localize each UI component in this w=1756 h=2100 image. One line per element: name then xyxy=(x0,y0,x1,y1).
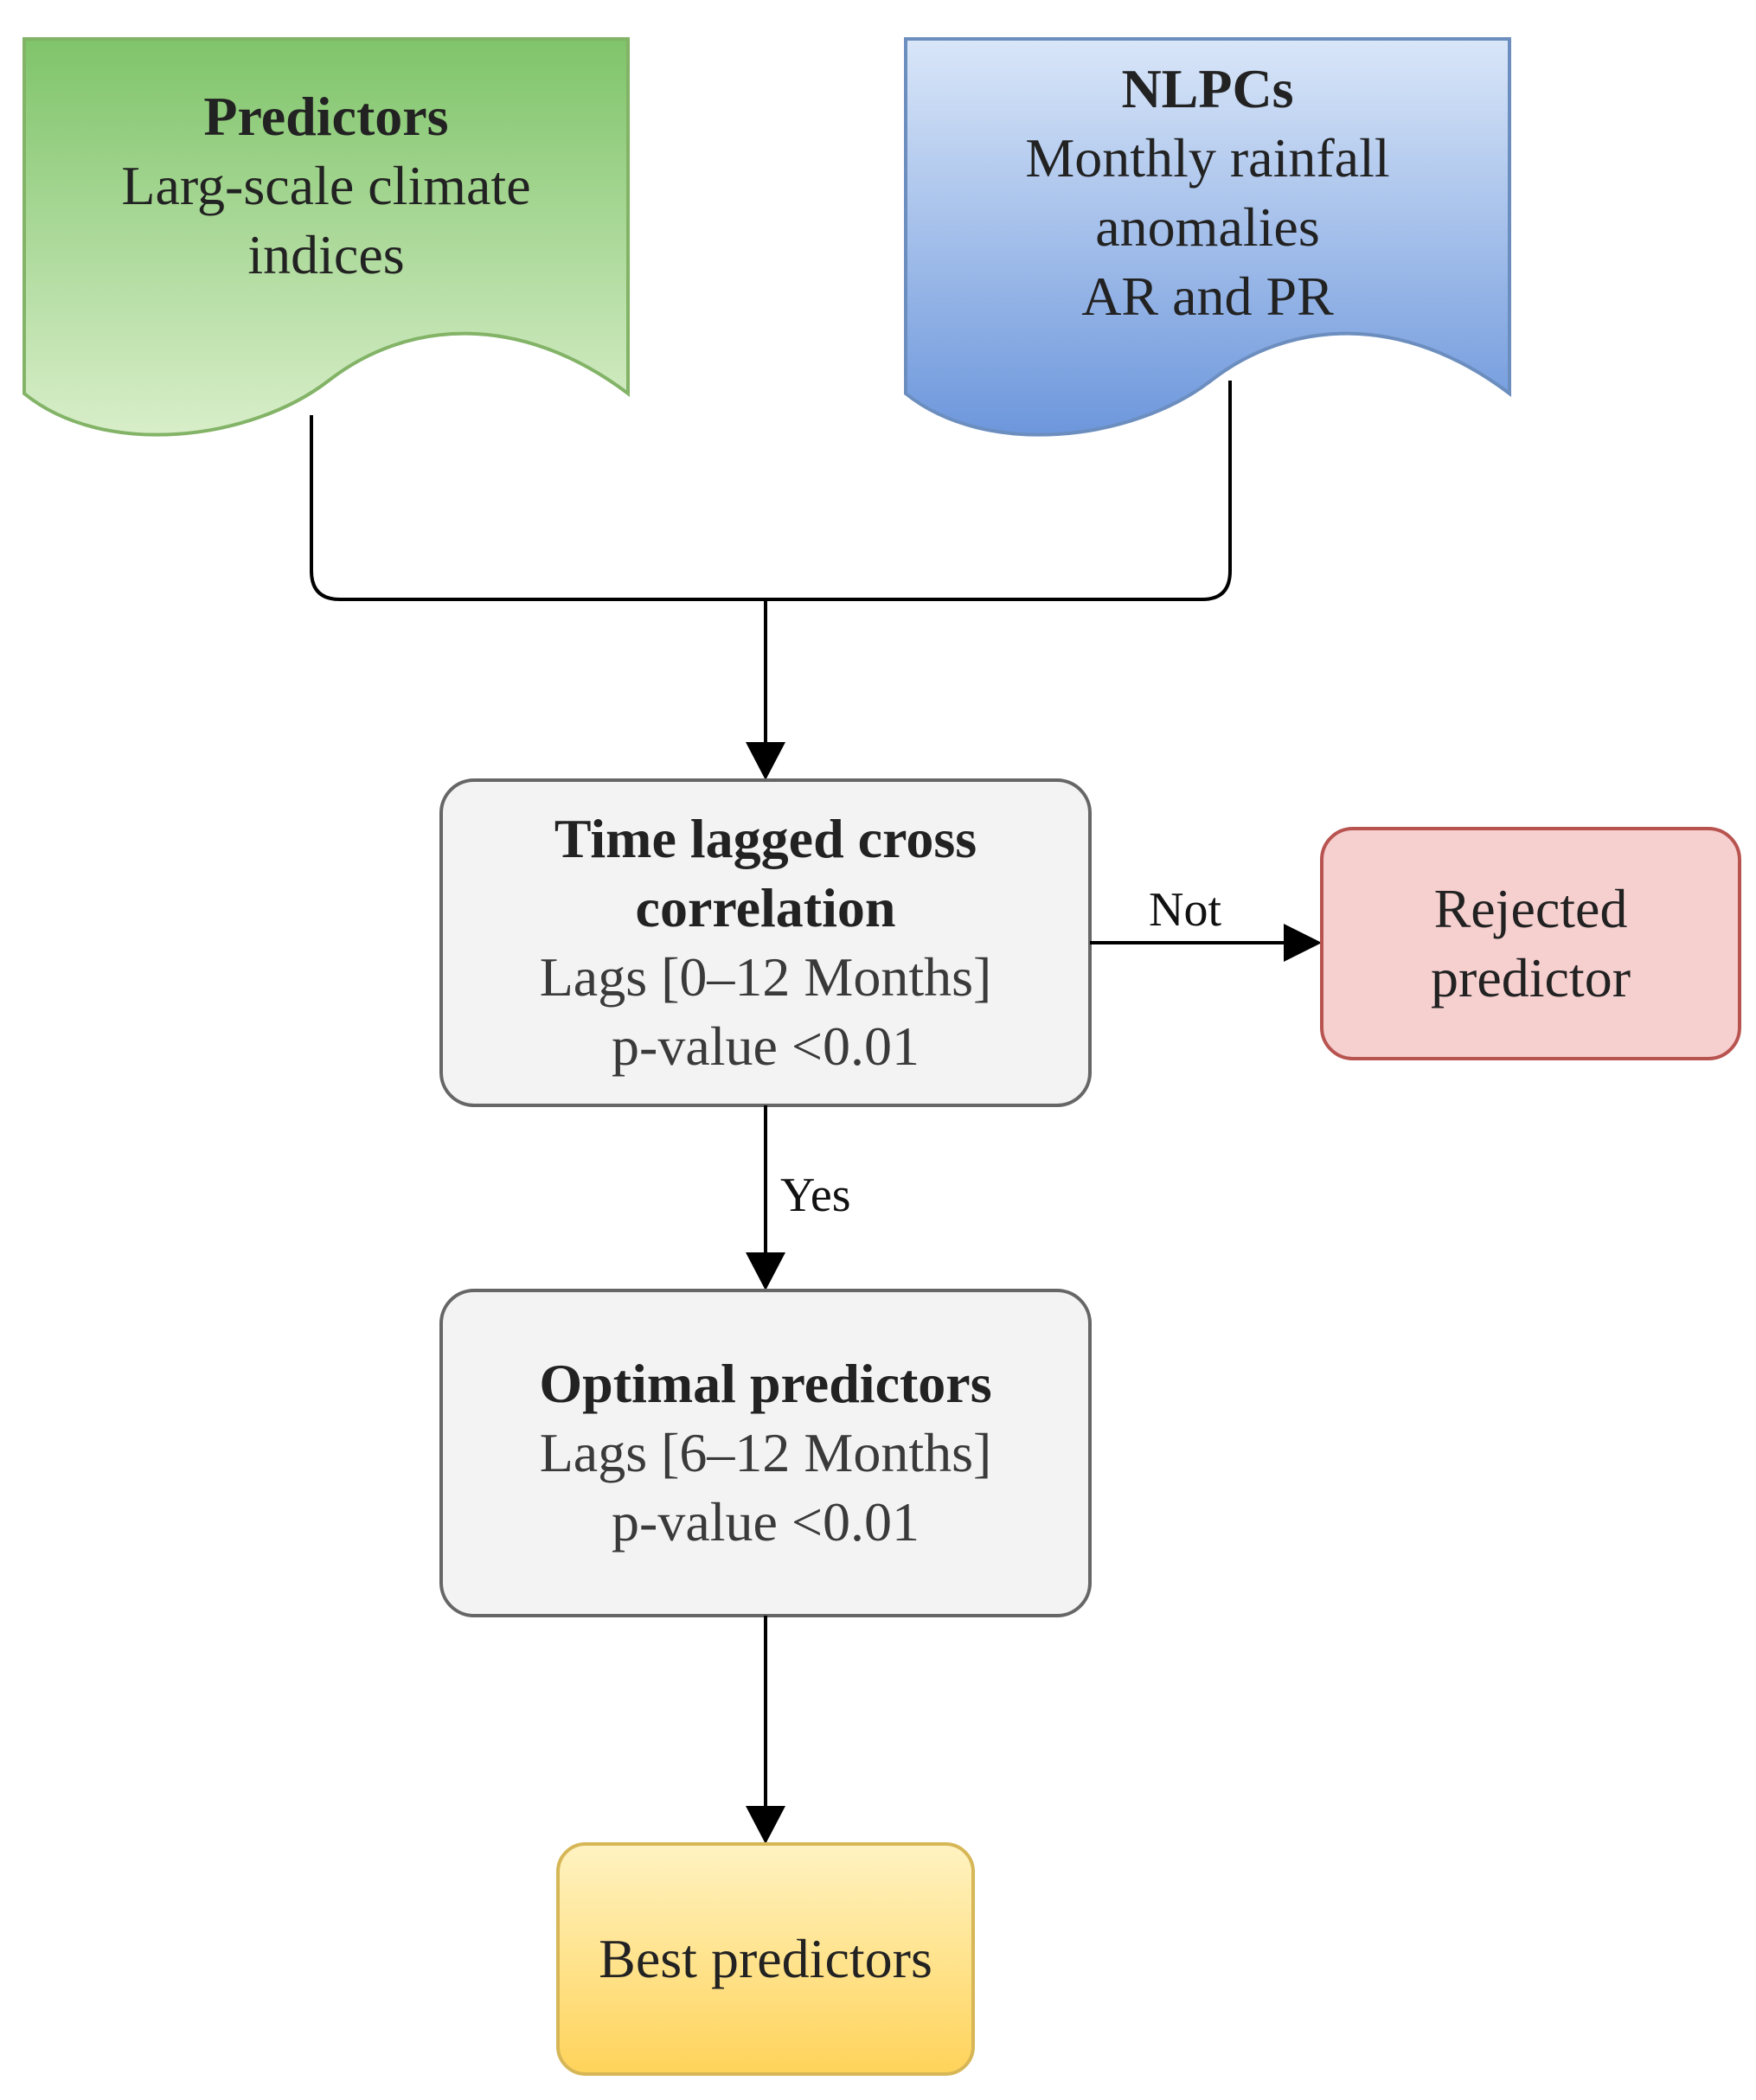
predictors-line-2: indices xyxy=(247,224,405,285)
tlcc-lags: Lags [0–12 Months] xyxy=(539,946,992,1008)
arrowhead-to-rejected xyxy=(1284,924,1322,962)
rejected-line-1: Rejected xyxy=(1433,878,1628,939)
edge-label-yes: Yes xyxy=(780,1168,851,1222)
rejected-node-shape xyxy=(1320,827,1741,1060)
rejected-line-2: predictor xyxy=(1431,947,1631,1008)
optimal-title: Optimal predictors xyxy=(539,1353,992,1414)
connector-predictors-to-merge xyxy=(310,381,1232,601)
nlpcs-line-2: anomalies xyxy=(1095,195,1320,258)
best-node: Best predictors xyxy=(558,1844,973,2074)
nlpcs-line-3: AR and PR xyxy=(1081,265,1334,327)
best-node-shape xyxy=(556,1842,975,2076)
predictors-title: Predictors xyxy=(203,86,449,147)
rejected-node: Rejected predictor xyxy=(1322,829,1740,1059)
predictors-line-1: Larg-scale climate xyxy=(121,155,531,216)
arrowhead-to-tlcc xyxy=(746,742,785,780)
tlcc-title-line-2: correlation xyxy=(635,877,896,938)
tlcc-node: Time lagged cross correlation Lags [0–12… xyxy=(441,780,1090,1105)
optimal-lags: Lags [6–12 Months] xyxy=(539,1422,992,1483)
nlpcs-line-1: Monthly rainfall xyxy=(1025,126,1390,189)
arrowhead-to-best xyxy=(746,1806,785,1844)
tlcc-title-line-1: Time lagged cross xyxy=(554,808,977,869)
optimal-node: Optimal predictors Lags [6–12 Months] p-… xyxy=(441,1290,1090,1616)
nlpcs-node-shape xyxy=(904,37,1511,437)
optimal-pvalue: p-value <0.01 xyxy=(612,1491,920,1553)
nlpcs-title: NLPCs xyxy=(1121,57,1294,119)
nlpcs-node: NLPCs Monthly rainfall anomalies AR and … xyxy=(906,39,1509,346)
arrowhead-to-optimal xyxy=(746,1252,785,1290)
predictors-node-shape xyxy=(22,37,630,437)
tlcc-pvalue: p-value <0.01 xyxy=(612,1015,920,1077)
best-label: Best predictors xyxy=(599,1928,932,1989)
edge-label-not: Not xyxy=(1149,883,1221,937)
predictors-node: Predictors Larg-scale climate indices xyxy=(24,61,628,311)
